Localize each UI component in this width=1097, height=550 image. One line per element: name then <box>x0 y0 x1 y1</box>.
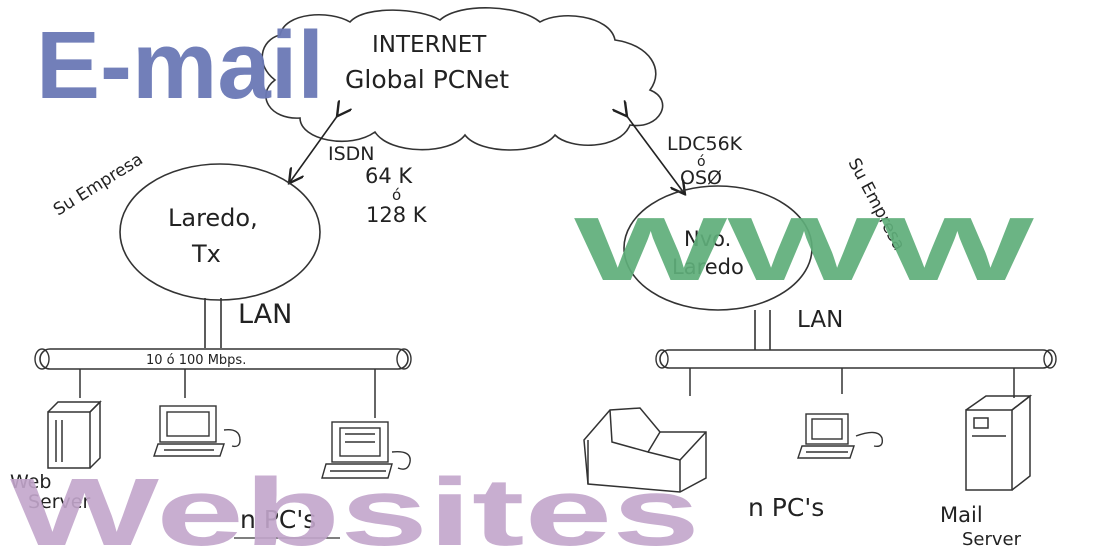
laredo-city-label: Laredo, <box>168 204 258 232</box>
laredo-site-circle <box>119 163 321 301</box>
mail-server-label-2: Server <box>962 529 1022 550</box>
www-overlay-text: WWW <box>574 200 1034 300</box>
ldc-speed: OSØ <box>680 167 722 189</box>
email-overlay-text: E-mail <box>36 12 324 119</box>
bus-speed-label: 10 ó 100 Mbps. <box>146 353 246 368</box>
nvo-laredo-site-circle <box>623 185 813 311</box>
internet-label: INTERNET <box>372 32 487 58</box>
right-lan-bus <box>655 349 1057 369</box>
isdn-label: ISDN <box>328 143 375 165</box>
mail-server-icon <box>965 394 1033 491</box>
right-pcs-label: n PC's <box>748 493 824 522</box>
web-server-icon <box>47 400 102 469</box>
right-pc-icon <box>797 413 884 459</box>
right-machine-icon <box>583 407 707 493</box>
isdn-link-arrow <box>290 115 338 182</box>
left-lan-bus <box>34 348 412 370</box>
web-server-label-2: Server <box>28 491 90 513</box>
right-lan-label: LAN <box>797 307 843 333</box>
left-lan-label: LAN <box>238 299 292 330</box>
isdn-speed-2: 128 K <box>366 203 428 227</box>
network-name-label: Global PCNet <box>345 65 509 94</box>
isdn-speed-1: 64 K <box>365 164 413 188</box>
ldc-or: ó <box>697 154 706 170</box>
left-company-label: Su Empresa <box>50 150 147 221</box>
mail-server-label-1: Mail <box>940 503 983 527</box>
websites-overlay-text: Websites <box>10 459 700 550</box>
laredo-state-label: Tx <box>191 240 221 268</box>
nvo-laredo-label-1: Nvo. <box>684 227 731 251</box>
nvo-laredo-label-2: Laredo <box>672 255 744 279</box>
web-server-label-1: Web <box>10 471 51 493</box>
ldc-link-arrow <box>626 115 684 193</box>
internet-cloud: INTERNET Global PCNet <box>261 7 664 151</box>
isdn-or: ó <box>392 186 401 204</box>
left-pc-1-icon <box>153 405 241 457</box>
left-pcs-label: n PC's <box>240 505 316 534</box>
ldc-label: LDC56K <box>667 133 743 155</box>
left-pc-2-icon <box>321 421 411 479</box>
